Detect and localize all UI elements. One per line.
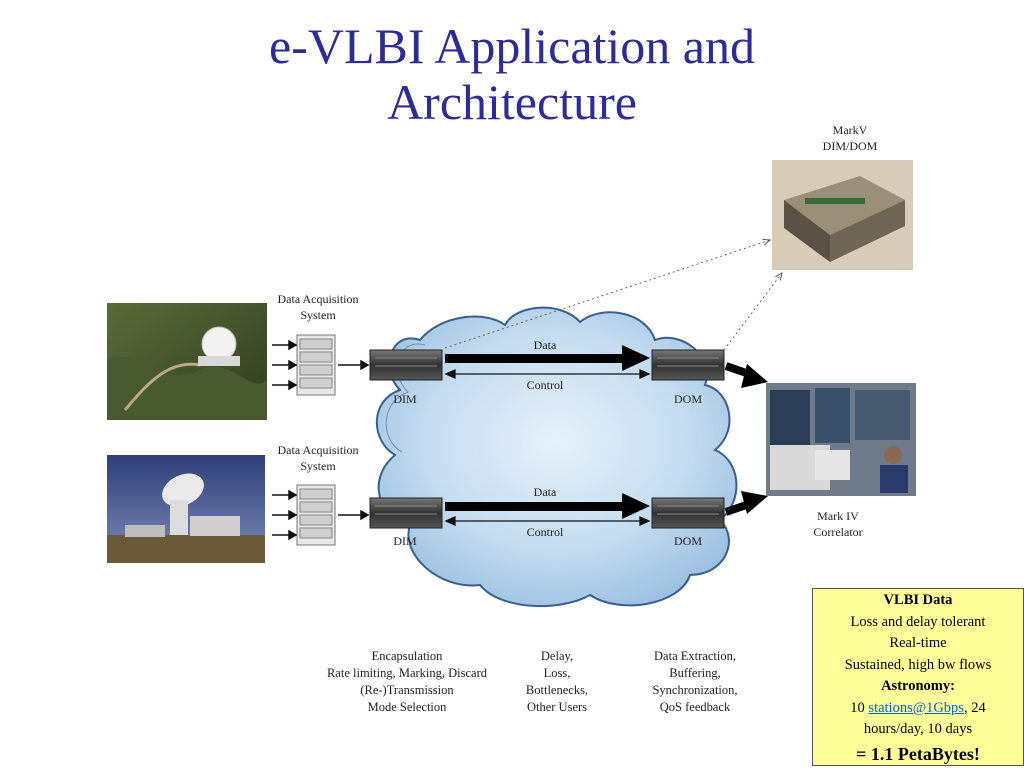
infobox-line-3: Sustained, high bw flows — [844, 656, 992, 673]
infobox-line-2: Real-time — [889, 635, 947, 651]
footer-col1-line: Rate limiting, Marking, Discard — [326, 666, 488, 680]
markv-device-photo — [772, 160, 913, 270]
markv-dotted-links — [444, 240, 782, 351]
infobox-heading: VLBI Data — [883, 592, 953, 608]
dom-device-bottom — [651, 497, 725, 529]
data-label-top: Data — [533, 338, 557, 352]
dom-to-correlator-arrows — [724, 362, 768, 516]
dim-label-top: DIM — [393, 392, 417, 406]
correlator-line-1: Mark IV — [817, 509, 859, 523]
infobox-line-4-suffix: , 24 — [963, 699, 986, 716]
dom-label-top: DOM — [673, 392, 702, 406]
correlator-room-photo — [766, 383, 916, 496]
control-arrow-top — [444, 368, 651, 380]
footer-col2-line: Bottlenecks, — [525, 683, 589, 697]
footer-col2-line: Loss, — [543, 666, 571, 680]
vlbi-data-infobox: VLBI Data Loss and delay tolerant Real-t… — [812, 588, 1024, 766]
title-line-1: e-VLBI Application and — [269, 18, 755, 74]
footer-col2-line: Other Users — [526, 700, 588, 714]
infobox-line-5: hours/day, 10 days — [863, 721, 973, 737]
daq-rack-top — [296, 334, 336, 396]
infobox-line-4-prefix: 10 — [850, 699, 869, 716]
infobox-heading-astronomy: Astronomy: — [881, 678, 955, 694]
correlator-line-2: Correlator — [813, 525, 863, 539]
stations-link[interactable]: stations@1Gbps — [868, 699, 964, 716]
footer-col3-line: Data Extraction, — [654, 649, 736, 663]
dim-device-bottom — [369, 497, 443, 529]
markv-label-line-2: DIM/DOM — [822, 139, 878, 153]
daq-bottom-line-1: Data Acquisition — [277, 443, 359, 457]
correlator-label: Mark IV Correlator — [793, 508, 883, 540]
daq-top-line-2: System — [300, 308, 336, 322]
control-label-bottom: Control — [526, 525, 564, 539]
data-label-bottom: Data — [533, 485, 557, 499]
dom-device-top — [651, 349, 725, 381]
footer-col1-line: Encapsulation — [371, 649, 443, 663]
slide-title: e-VLBI Application and Architecture — [0, 18, 1024, 130]
daq-label-bottom: Data Acquisition System — [262, 442, 374, 474]
daq-rack-bottom — [296, 484, 336, 546]
daq-top-line-1: Data Acquisition — [277, 292, 359, 306]
footer-col1-line: Mode Selection — [367, 700, 447, 714]
dim-label-bottom: DIM — [393, 534, 417, 548]
daq-label-top: Data Acquisition System — [262, 291, 374, 323]
markv-label: MarkV DIM/DOM — [805, 122, 895, 154]
control-arrow-bottom — [444, 515, 651, 527]
footer-col1-line: (Re-)Transmission — [360, 683, 454, 697]
footer-col3-line: Buffering, — [669, 666, 721, 680]
footer-col2-line: Delay, — [540, 649, 574, 663]
footer-col-dim-functions: Encapsulation Rate limiting, Marking, Di… — [312, 648, 502, 716]
data-arrow-top — [445, 345, 650, 371]
data-arrow-bottom — [445, 493, 650, 519]
footer-col-dom-functions: Data Extraction, Buffering, Synchronizat… — [637, 648, 753, 716]
dom-label-bottom: DOM — [673, 534, 702, 548]
footer-col3-line: Synchronization, — [652, 683, 738, 697]
control-label-top: Control — [526, 378, 564, 392]
footer-col-network-effects: Delay, Loss, Bottlenecks, Other Users — [512, 648, 602, 716]
photo-to-rack-arrows — [272, 339, 370, 541]
dim-device-top — [369, 349, 443, 381]
footer-col3-line: QoS feedback — [659, 700, 731, 714]
radome-site-photo — [107, 303, 267, 420]
infobox-line-1: Loss and delay tolerant — [850, 613, 986, 630]
title-line-2: Architecture — [387, 74, 637, 130]
markv-label-line-1: MarkV — [832, 123, 868, 137]
infobox-total: = 1.1 PetaBytes! — [856, 743, 980, 764]
daq-bottom-line-2: System — [300, 459, 336, 473]
network-cloud — [375, 306, 738, 608]
infobox-line-4: 10 stations@1Gbps, 24 — [813, 698, 1023, 720]
dish-antenna-photo — [107, 455, 265, 563]
